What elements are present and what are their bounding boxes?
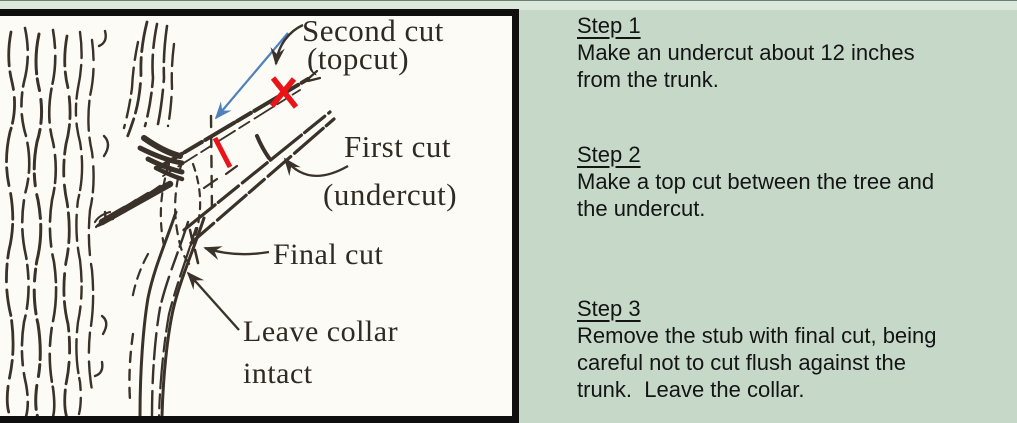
tree-pruning-etching [5,20,349,416]
step-3-block: Step 3 Remove the stub with final cut, b… [577,295,1013,403]
step-3-body: Remove the stub with final cut, being ca… [577,323,937,402]
red-line-mark [212,136,233,169]
branch-stub-twig [255,134,271,160]
step-2-block: Step 2 Make a top cut between the tree a… [577,141,1013,222]
label-second-cut: Second cut [302,13,444,48]
step-1-block: Step 1 Make an undercut about 12 inches … [577,12,1013,93]
leave-collar-arrow [186,271,240,331]
first-cut-arrow [283,157,349,178]
pruning-diagram-panel [0,9,519,423]
pruned-tree-trunk-drawing [93,20,214,416]
red-x-mark [269,76,299,109]
final-cut-arrow [203,246,270,260]
branch-drawing [156,69,336,245]
label-leave-collar: Leave collar [243,315,399,348]
label-intact: intact [243,357,313,390]
steps-panel: Step 1 Make an undercut about 12 inches … [577,12,1013,403]
second-cut-arrow [270,23,304,66]
step-1-body: Make an undercut about 12 inches from th… [577,40,915,92]
blue-pointer-arrow [214,32,289,120]
step-2-body: Make a top cut between the tree and the … [577,169,935,221]
label-undercut: (undercut) [323,177,458,212]
label-first-cut: First cut [344,129,451,164]
left-trunk-drawing [5,26,110,416]
step-2-title: Step 2 [577,142,641,167]
background-top-strip [0,0,1017,10]
label-final-cut: Final cut [273,238,384,271]
step-3-title: Step 3 [577,296,641,321]
step-1-title: Step 1 [577,13,641,38]
label-topcut: (topcut) [307,41,410,76]
